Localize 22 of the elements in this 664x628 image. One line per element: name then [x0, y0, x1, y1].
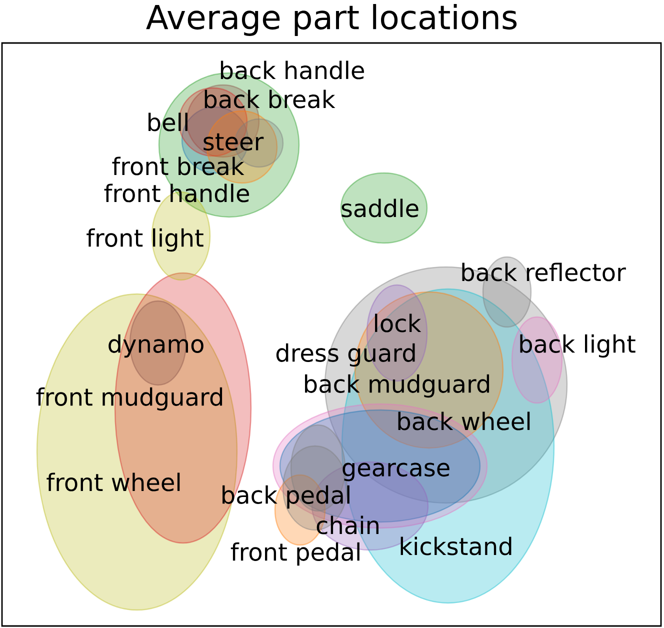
part-label: gearcase [342, 462, 450, 482]
part-label: front light [86, 228, 204, 252]
part-label: back light [520, 334, 636, 358]
part-label: chain [316, 516, 378, 534]
part-label: back handle [220, 60, 364, 80]
part-label: back reflector [462, 262, 626, 282]
part-label: dress guard [276, 343, 415, 367]
part-label: front pedal [230, 542, 360, 566]
part-label: dynamo [108, 334, 204, 358]
part-label: kickstand [400, 536, 512, 556]
part-label: front wheel [46, 472, 180, 492]
part-label: steer [204, 133, 264, 151]
part-label: back mudguard [305, 374, 490, 398]
part-label: back break [204, 90, 336, 108]
part-label: bell [148, 112, 188, 132]
part-label: front break [112, 156, 244, 176]
part-label: back wheel [398, 412, 530, 430]
part-label: front handle [104, 184, 249, 202]
part-label: saddle [342, 198, 418, 218]
chart-title: Average part locations [146, 4, 517, 36]
part-label: front mudguard [36, 387, 222, 411]
part-label: lock [375, 314, 422, 332]
